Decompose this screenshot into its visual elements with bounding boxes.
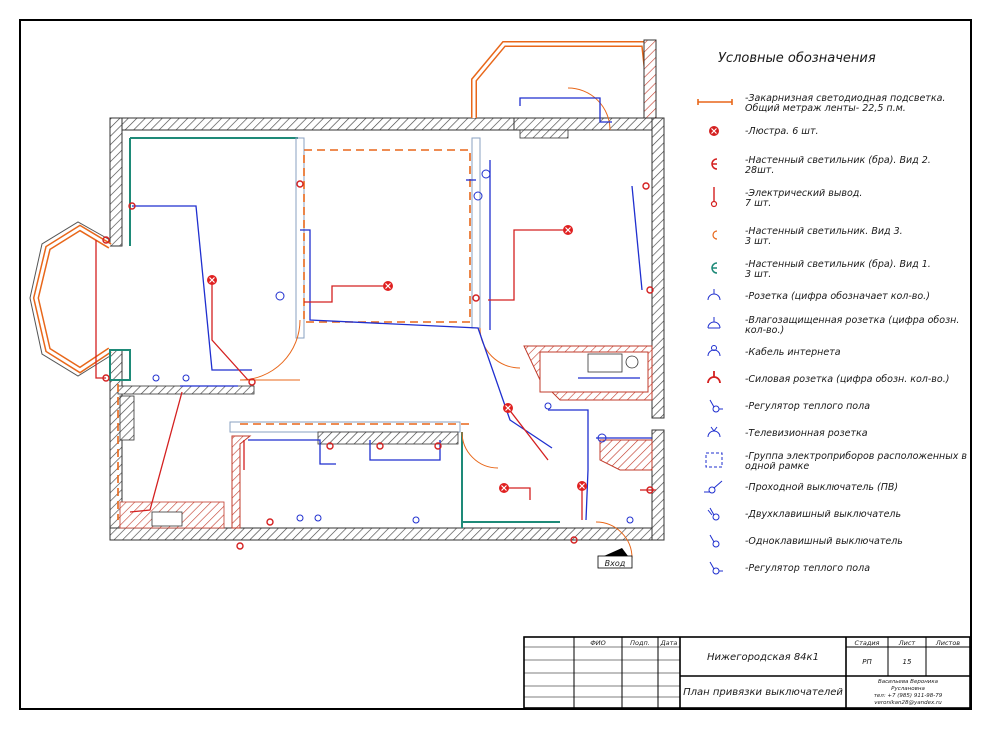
author-name: Васильева Вероника xyxy=(878,679,939,685)
door-swings xyxy=(239,87,633,559)
legend-item-label: -Кабель интернета xyxy=(745,347,841,358)
legend-item-label: -Настенный светильник (бра). Вид 1. xyxy=(745,259,931,270)
col-header-sign: Подп. xyxy=(630,639,650,647)
stage-value: РП xyxy=(862,658,872,666)
title-block-text: ФИО Подп. Дата Нижегородская 84к1 План п… xyxy=(590,639,960,706)
legend-item-label: 3 шт. xyxy=(745,236,771,247)
legend-item-label: -Регулятор теплого пола xyxy=(745,401,870,412)
legend-item-label: -Проходной выключатель (ПВ) xyxy=(745,482,898,493)
legend-item-label: -Люстра. 6 шт. xyxy=(745,126,819,137)
legend-texts: -Закарнизная светодиодная подсветка.Общи… xyxy=(745,93,967,574)
led-strip-runs xyxy=(117,149,471,520)
sheet-title: План привязки выключателей xyxy=(683,687,843,698)
col-header-name: ФИО xyxy=(590,639,606,647)
stage-label: Стадия xyxy=(855,639,880,647)
chandelier-icon xyxy=(709,126,719,136)
legend-title: Условные обозначения xyxy=(718,51,876,66)
wall-sconces xyxy=(102,180,654,550)
legend-item-label: -Одноклавишный выключатель xyxy=(745,536,903,547)
device-group-frame-icon xyxy=(705,452,723,468)
author-email: veronikan28@yandex.ru xyxy=(874,700,942,706)
legend-item-label: одной рамке xyxy=(745,461,809,472)
double-switch-icon xyxy=(707,507,720,521)
tv-socket-icon xyxy=(707,426,721,438)
led-strip-icon xyxy=(697,99,733,105)
electrical-outlet-wire-icon xyxy=(710,187,718,208)
socket-icon xyxy=(707,289,721,301)
legend-item-label: 7 шт. xyxy=(745,198,771,209)
legend-item-label: -Настенный светильник (бра). Вид 2. xyxy=(745,155,931,166)
chandelier-icon xyxy=(502,402,514,414)
wall-sconce-type2-icon xyxy=(711,158,718,170)
legend-item-label: -Регулятор теплого пола xyxy=(745,563,870,574)
legend-icons xyxy=(697,99,733,575)
pass-through-switch-icon xyxy=(704,480,723,494)
sheets-label: Листов xyxy=(935,639,960,647)
chandelier-icon xyxy=(576,480,588,492)
title-block xyxy=(523,636,971,709)
col-header-date: Дата xyxy=(660,639,678,647)
chandelier-icon xyxy=(498,482,510,494)
project-address: Нижегородская 84к1 xyxy=(707,652,819,663)
entrance-label: Вход xyxy=(605,559,626,568)
author-phone: тел: +7 (985) 911-98-79 xyxy=(874,693,943,699)
legend-item-label: 28шт. xyxy=(745,165,774,176)
legend: Условные обозначения -Закарнизная светод… xyxy=(697,51,967,575)
blue-wiring xyxy=(132,97,652,521)
legend-item-label: Общий метраж ленты- 22,5 п.м. xyxy=(745,103,906,114)
floor-heating-regulator-icon xyxy=(709,399,723,413)
sheet-label: Лист xyxy=(898,639,916,647)
legend-item-label: -Двухклавишный выключатель xyxy=(745,509,901,520)
entrance-marker: Вход xyxy=(597,548,633,569)
single-switch-icon xyxy=(709,534,720,548)
legend-item-label: -Электрический вывод. xyxy=(745,188,862,199)
device-marks xyxy=(152,169,634,524)
legend-item-label: -Силовая розетка (цифра обозн. кол-во.) xyxy=(745,374,949,385)
legend-item-label: кол-во.) xyxy=(745,325,784,336)
legend-item-label: -Телевизионная розетка xyxy=(745,428,868,439)
legend-item-label: -Группа электроприборов расположенных в xyxy=(745,451,967,462)
floor-heating-regulator-icon xyxy=(709,561,723,575)
wall-sconce-type1-icon xyxy=(711,262,718,274)
author-patronymic: Руслановна xyxy=(891,686,925,692)
legend-item-label: 3 шт. xyxy=(745,269,771,280)
floor-plan: Вход xyxy=(29,39,665,569)
legend-item-label: -Розетка (цифра обозначает кол-во.) xyxy=(745,291,930,302)
internet-cable-icon xyxy=(707,345,721,357)
power-socket-icon xyxy=(707,371,721,384)
waterproof-socket-icon xyxy=(707,317,721,329)
wall-light-type3-icon xyxy=(712,230,718,240)
sheet-frame xyxy=(19,19,972,710)
interior-walls xyxy=(109,129,653,529)
chandelier-icon xyxy=(206,274,218,286)
legend-item-label: -Влагозащищенная розетка (цифра обозн. xyxy=(745,315,959,326)
sheet-value: 15 xyxy=(903,658,912,666)
chandelier-icon xyxy=(382,280,394,292)
outer-walls xyxy=(29,39,665,541)
red-wiring xyxy=(95,229,656,520)
chandelier-icon xyxy=(562,224,574,236)
legend-item-label: -Настенный светильник. Вид 3. xyxy=(745,226,903,237)
legend-item-label: -Закарнизная светодиодная подсветка. xyxy=(745,93,945,104)
